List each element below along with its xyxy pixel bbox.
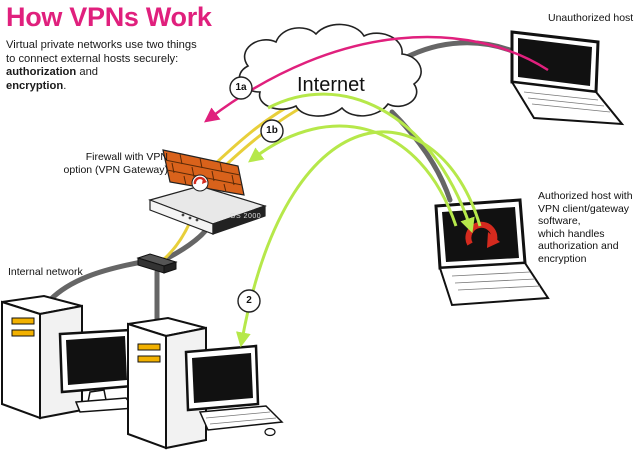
intro-and: and	[76, 66, 99, 78]
mouse-icon	[264, 427, 276, 437]
vpn-gateway-router	[148, 185, 267, 235]
intro-period: .	[63, 79, 67, 92]
authorized-host-label: Authorized host with VPN client/gateway …	[538, 190, 638, 265]
step-badge-2	[237, 289, 261, 313]
authorized-label-line-3: software,	[538, 215, 581, 227]
step-1b-label: 1b	[266, 125, 278, 136]
internet-label: Internet	[297, 74, 365, 96]
authorized-label-line-1: Authorized host with	[538, 190, 633, 202]
internal-monitor-1	[58, 328, 136, 413]
authorized-label-line-2: VPN client/gateway	[538, 202, 630, 215]
firewall-label-line-2: option (VPN Gateway)	[63, 163, 168, 176]
vpn-logo-icon	[191, 174, 209, 192]
intro-line-1: Virtual private networks use two things	[6, 39, 197, 51]
intro-text: Virtual private networks use two things …	[6, 39, 221, 93]
arrow-1a-rejected	[204, 35, 549, 123]
network-switch	[136, 253, 178, 274]
internet-cloud	[238, 23, 422, 117]
arrow-1b-to-gateway	[248, 124, 458, 227]
internal-network-label: Internal network	[8, 266, 83, 278]
intro-authorization: authorization	[6, 66, 77, 78]
step-badge-1a	[229, 76, 253, 100]
intro-line-2: to connect external hosts securely:	[6, 52, 179, 65]
step-2-label: 2	[246, 295, 252, 306]
cable-cloud-to-unauthorized	[402, 40, 518, 61]
unauthorized-host-label: Unauthorized host	[548, 12, 634, 24]
arrow-encrypted-to-authorized	[267, 92, 475, 234]
cable-switch-to-server	[47, 259, 145, 303]
firewall-label-line-1: Firewall with VPN	[85, 151, 168, 163]
authorized-label-line-4: which handles	[538, 227, 605, 240]
diagram-title: How VPNs Work	[6, 2, 212, 32]
internal-monitor-2	[184, 344, 284, 437]
step-1a-label: 1a	[235, 82, 247, 93]
firewall-label: Firewall with VPN option (VPN Gateway)	[62, 151, 168, 176]
authorized-label-line-6: encryption	[538, 252, 587, 265]
step-badge-1b	[260, 119, 284, 143]
lan-wire	[162, 221, 192, 262]
arrow-2-to-internal	[235, 130, 482, 348]
router-model-label: GS 2000	[230, 213, 262, 220]
intro-encryption: encryption	[6, 79, 64, 92]
unauthorized-laptop	[510, 30, 625, 126]
authorized-label-line-5: authorization and	[538, 240, 619, 252]
